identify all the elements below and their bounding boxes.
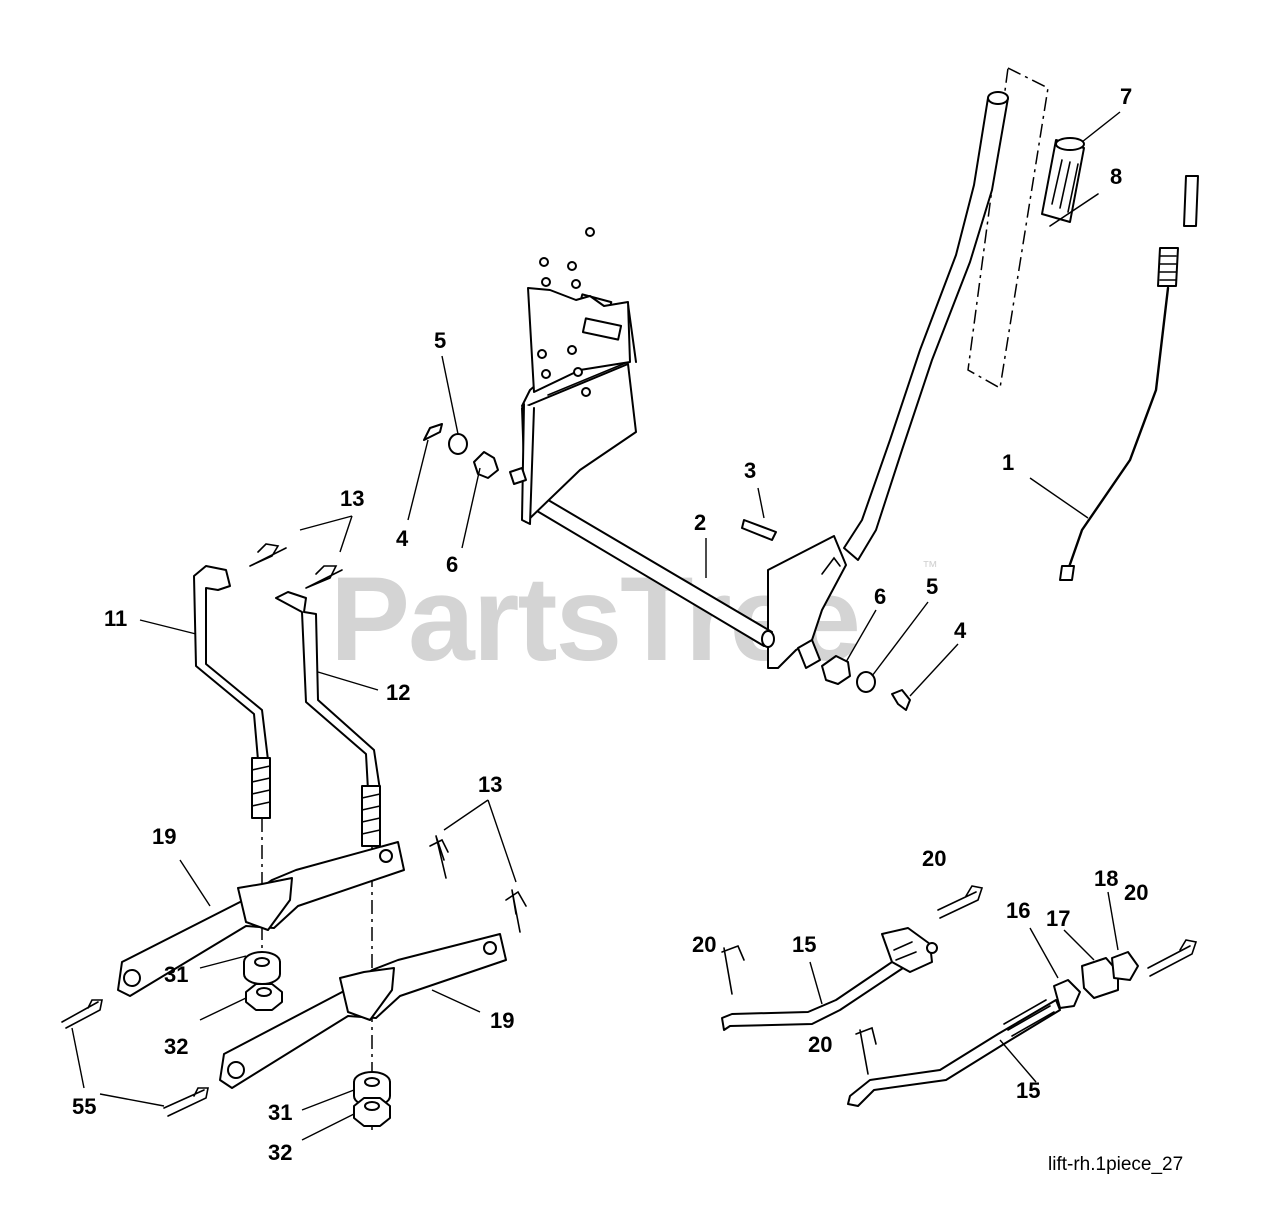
callout-4-left: 4 (396, 526, 409, 551)
lift-link-11 (193, 565, 271, 819)
lift-cable (1059, 175, 1199, 581)
callout-2: 2 (694, 510, 706, 535)
bracket-plate-edge (521, 403, 535, 525)
callout-5-right: 5 (926, 574, 938, 599)
washer-right (856, 671, 876, 693)
hairpin-13-upper-b (305, 565, 343, 589)
e-clip-left (423, 423, 443, 441)
bushing-left (473, 451, 499, 479)
bushing-right (821, 655, 851, 685)
callout-17: 17 (1046, 906, 1070, 931)
lift-arm-19-lower (219, 933, 507, 1089)
callout-labels: 1 2 3 4 4 5 5 6 6 7 8 11 12 13 13 15 15 … (72, 84, 1148, 1165)
hairpin-20-c (855, 1026, 877, 1075)
callout-6-right: 6 (874, 584, 886, 609)
callout-5-left: 5 (434, 328, 446, 353)
lift-arm-19-upper (117, 841, 405, 997)
callout-4-right: 4 (954, 618, 967, 643)
washer-left (448, 433, 468, 455)
callout-8: 8 (1110, 164, 1122, 189)
callout-55: 55 (72, 1094, 96, 1119)
hairpin-55-b (163, 1087, 209, 1117)
bracket-face (527, 287, 631, 393)
hairpin-20-a (721, 944, 745, 995)
callout-19-upper: 19 (152, 824, 176, 849)
callout-20-bottom: 20 (808, 1032, 832, 1057)
callout-20-top: 20 (922, 846, 946, 871)
callout-32-upper: 32 (164, 1034, 188, 1059)
handle-grip (1041, 137, 1085, 223)
adjust-rod-15-lower (847, 951, 1139, 1107)
lift-link-12 (275, 591, 381, 847)
callout-31-upper: 31 (164, 962, 188, 987)
hairpin-13-lower-b (505, 889, 527, 933)
hairpin-55-a (61, 999, 103, 1029)
callout-13-lower: 13 (478, 772, 502, 797)
e-clip-right (891, 689, 911, 711)
callout-13-upper: 13 (340, 486, 364, 511)
callout-32-lower: 32 (268, 1140, 292, 1165)
hairpin-20-b (937, 885, 984, 919)
callout-12: 12 (386, 680, 410, 705)
spring-pin (1049, 193, 1099, 227)
callout-19-lower: 19 (490, 1008, 514, 1033)
shaft-end-right (797, 639, 821, 669)
hairpin-13-lower-a (429, 835, 449, 879)
phantom-handle-outline (967, 66, 1049, 390)
callout-20-left: 20 (692, 932, 716, 957)
bracket-slot (581, 317, 623, 341)
callout-6-left: 6 (446, 552, 458, 577)
hairpin-20-d (1147, 939, 1198, 977)
callout-3: 3 (744, 458, 756, 483)
washer-31-upper (243, 951, 281, 985)
watermark-trademark: ™ (922, 559, 938, 576)
callout-15-upper: 15 (792, 932, 816, 957)
callout-1: 1 (1002, 450, 1014, 475)
callout-18: 18 (1094, 866, 1118, 891)
nut-32-lower (353, 1097, 391, 1127)
callout-11: 11 (104, 606, 127, 631)
drawing-number: lift-rh.1piece_27 (1048, 1154, 1183, 1175)
callout-7: 7 (1120, 84, 1132, 109)
callout-15-lower: 15 (1016, 1078, 1040, 1103)
roll-pin (741, 519, 777, 541)
adjust-rod-15-upper (721, 927, 938, 1031)
callout-31-lower: 31 (268, 1100, 292, 1125)
callout-20-right: 20 (1124, 880, 1148, 905)
shaft-end-left (509, 467, 527, 485)
callout-16: 16 (1006, 898, 1030, 923)
nut-32-upper (245, 983, 283, 1011)
leader-lines (71, 111, 1121, 1141)
lift-handle (767, 91, 1009, 669)
hairpin-13-upper-a (249, 543, 287, 567)
